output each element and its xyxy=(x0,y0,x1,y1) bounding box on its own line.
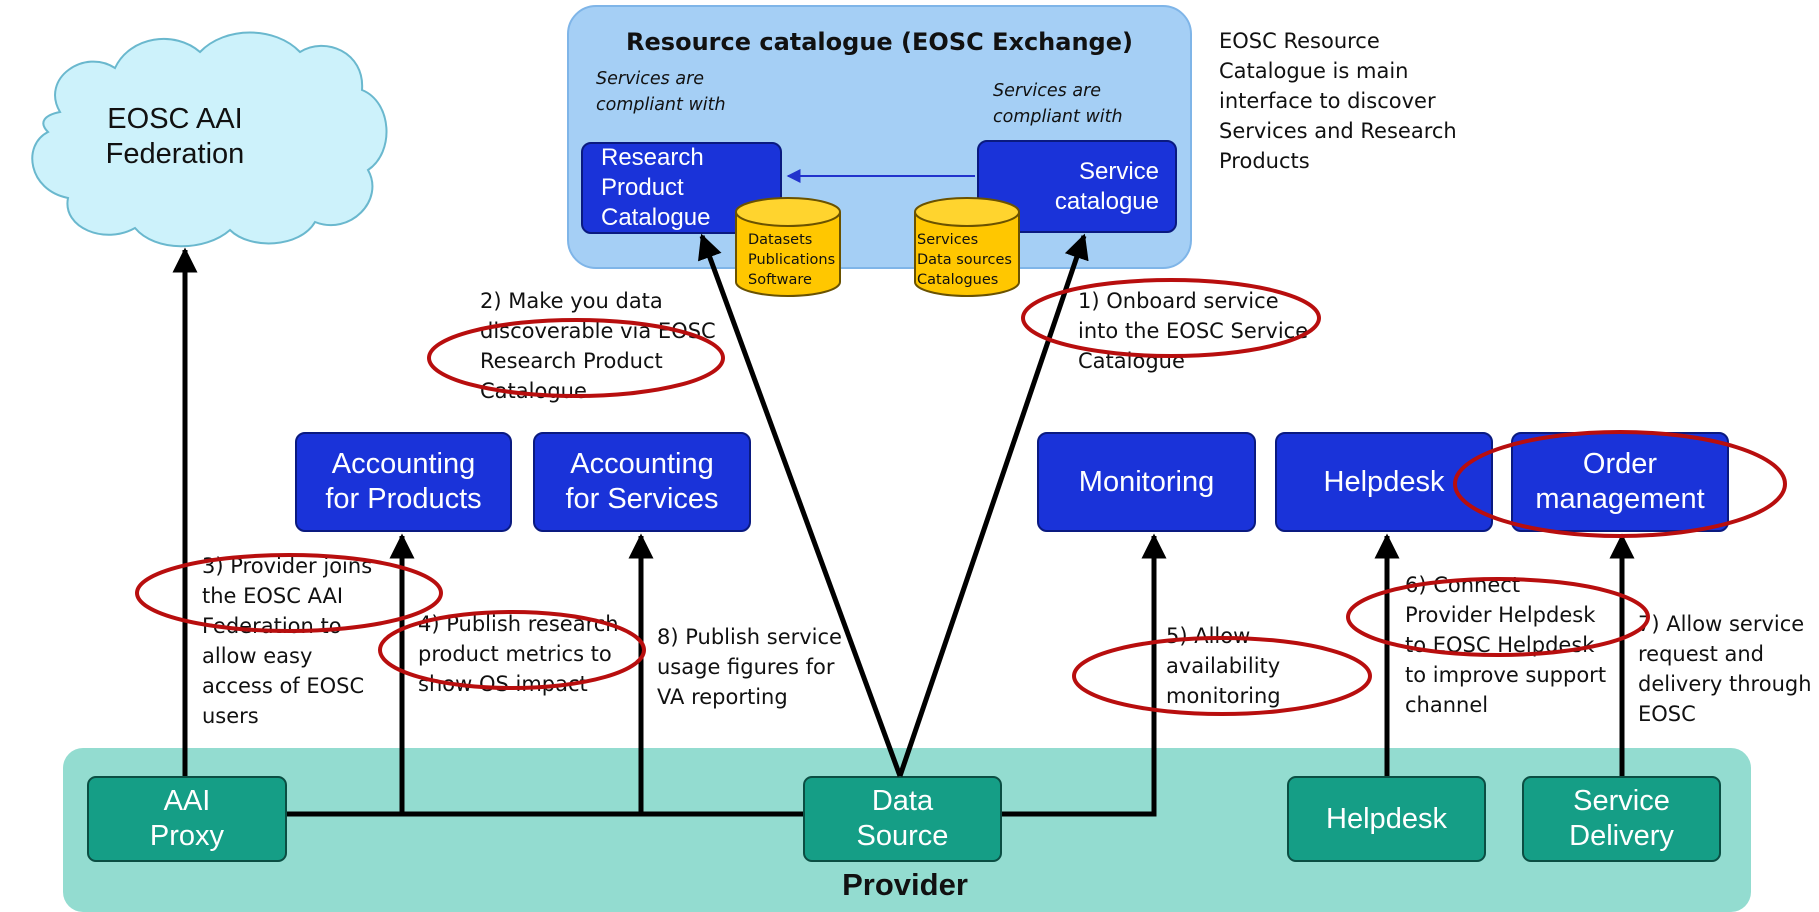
step-3-note: 3) Provider joins the EOSC AAI Federatio… xyxy=(202,554,373,728)
helpdesk-service-box: Helpdesk xyxy=(1275,432,1493,532)
step-8-note: 8) Publish service usage figures for VA … xyxy=(657,625,842,709)
cylinder-right-label: Services Data sources Catalogues xyxy=(917,232,1012,288)
step-6-note: 6) Connect Provider Helpdesk to EOSC Hel… xyxy=(1405,573,1607,717)
catalogue-side-note: EOSC Resource Catalogue is main interfac… xyxy=(1219,29,1457,173)
order-management-box: Order management xyxy=(1511,432,1729,532)
service-catalogue-box: Service catalogue xyxy=(977,140,1177,233)
accounting-products-box: Accounting for Products xyxy=(295,432,512,532)
data-source-box: Data Source xyxy=(803,776,1002,862)
accounting-services-box: Accounting for Services xyxy=(533,432,751,532)
provider-label: Provider xyxy=(842,867,968,902)
step-5-note: 5) Allow availability monitoring xyxy=(1166,624,1281,708)
provider-helpdesk-box: Helpdesk xyxy=(1287,776,1486,862)
aai-proxy-box: AAI Proxy xyxy=(87,776,287,862)
step-7-note: 7) Allow service request and delivery th… xyxy=(1638,612,1812,726)
service-delivery-box: Service Delivery xyxy=(1522,776,1721,862)
research-product-catalogue-box: Research Product Catalogue xyxy=(581,142,782,234)
monitoring-box: Monitoring xyxy=(1037,432,1256,532)
step-1-note: 1) Onboard service into the EOSC Service… xyxy=(1078,289,1309,373)
catalogue-right-italic: Services are compliant with xyxy=(993,81,1123,127)
catalogue-title: Resource catalogue (EOSC Exchange) xyxy=(626,28,1133,56)
step-4-note: 4) Publish research product metrics to s… xyxy=(418,612,619,696)
cloud-shape xyxy=(31,31,388,248)
aai-federation-label: EOSC AAI Federation xyxy=(105,103,245,170)
catalogue-left-italic: Services are compliant with xyxy=(596,69,726,115)
step-2-note: 2) Make you data discoverable via EOSC R… xyxy=(480,289,716,403)
cylinder-left-label: Datasets Publications Software xyxy=(748,232,836,288)
